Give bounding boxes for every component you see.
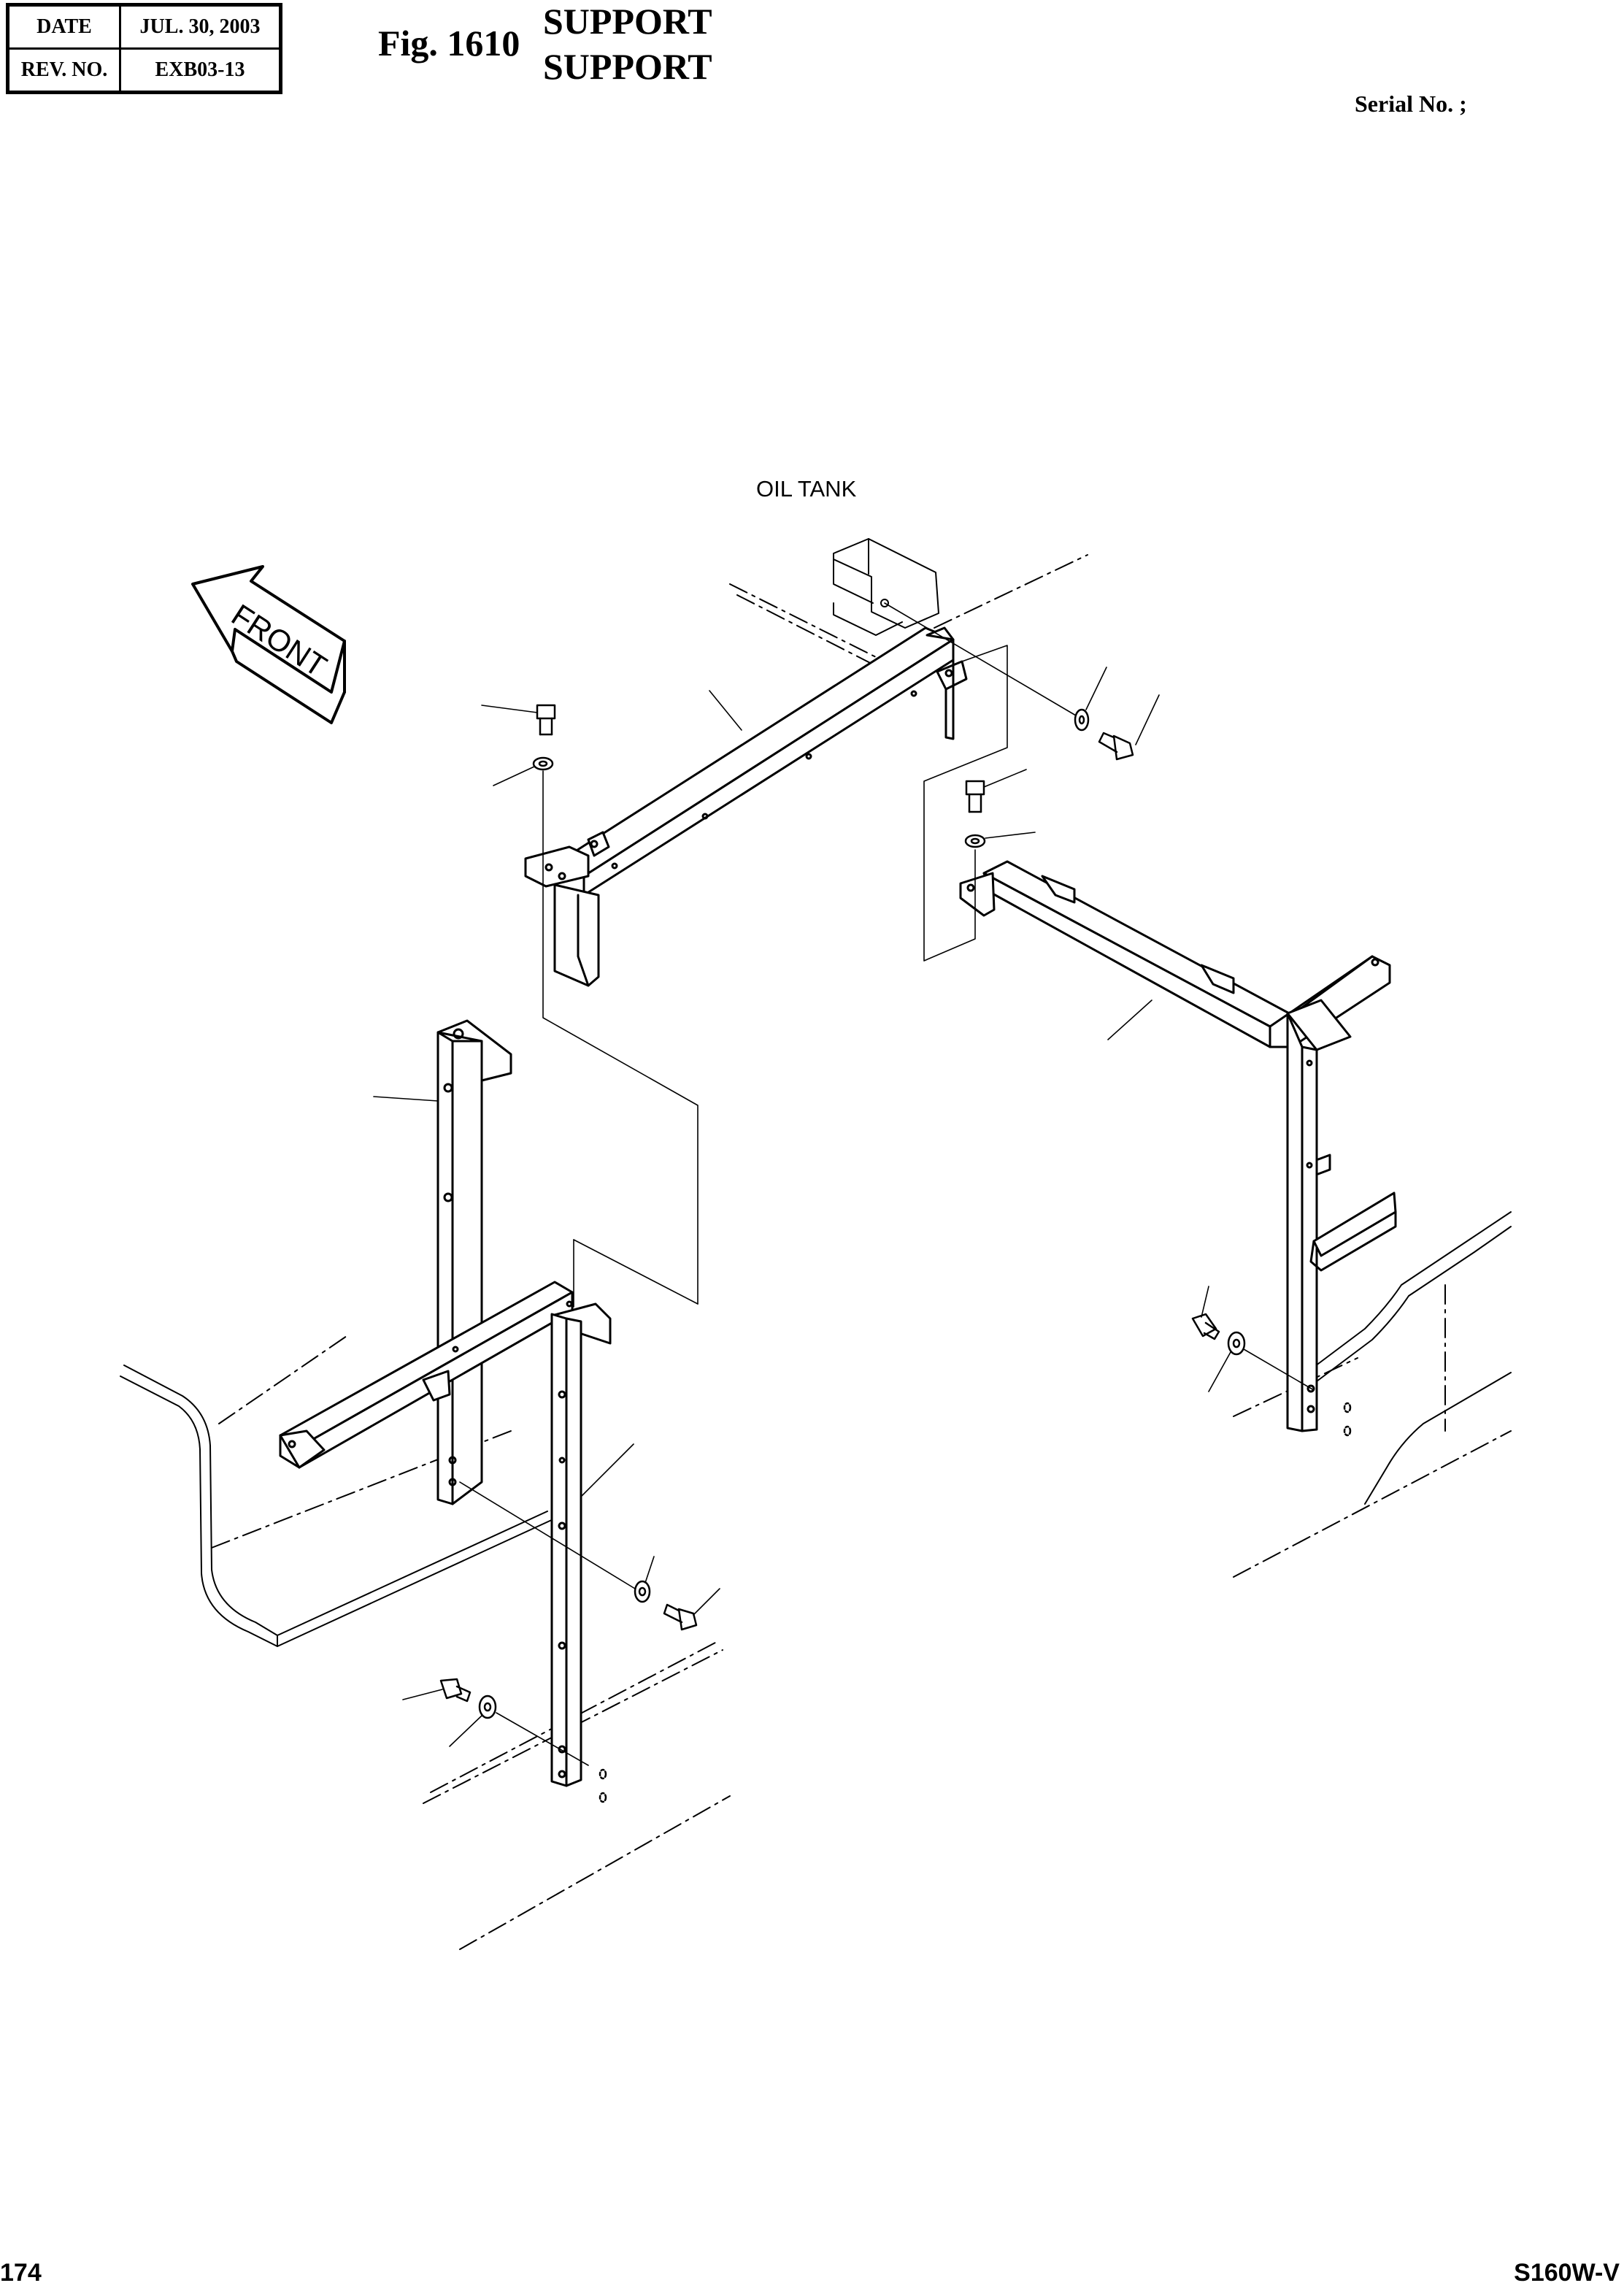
date-value: JUL. 30, 2003 — [119, 4, 282, 50]
left-vertical-post — [436, 1019, 512, 1505]
bolt-left-mid-icon — [663, 1603, 698, 1631]
page-number: 174 — [0, 2259, 42, 2287]
date-label: DATE — [7, 4, 121, 50]
bolt-left-lower-icon — [439, 1678, 472, 1703]
bolt-top-left-icon — [536, 704, 556, 736]
front-direction-arrow-icon: FRONT — [191, 565, 346, 724]
assembly-alignment-lines — [459, 602, 1315, 1766]
rev-label: REV. NO. — [7, 47, 121, 93]
figure-title-line2: SUPPORT — [543, 46, 712, 87]
revision-table: DATE JUL. 30, 2003 REV. NO. EXB03-13 — [6, 3, 282, 94]
right-body-outline — [1306, 1211, 1512, 1505]
left-body-outline — [120, 1365, 555, 1647]
washer-left-lower-icon — [478, 1695, 497, 1719]
rev-row: REV. NO. EXB03-13 — [7, 47, 282, 93]
oil-tank-label: OIL TANK — [756, 476, 857, 502]
washer-top-mid-icon — [964, 834, 986, 848]
washer-top-right-icon — [1074, 708, 1090, 732]
bolt-right-lower-icon — [1191, 1313, 1220, 1340]
fastener-bolts — [439, 704, 1352, 1803]
oil-tank-bracket — [833, 538, 939, 636]
left-short-vertical-post — [550, 1313, 582, 1787]
bolt-top-right-icon — [1098, 732, 1134, 761]
washer-left-mid-icon — [634, 1580, 651, 1603]
front-cross-member — [524, 626, 968, 987]
serial-number-label: Serial No. ; — [1355, 91, 1467, 117]
washer-right-lower-icon — [1227, 1331, 1246, 1356]
callout-leaders — [373, 667, 1231, 1747]
figure-number: Fig. 1610 — [378, 23, 520, 64]
right-vertical-post — [1286, 999, 1397, 1432]
rev-value: EXB03-13 — [119, 47, 282, 93]
date-row: DATE JUL. 30, 2003 — [7, 4, 282, 50]
figure-title-line1: SUPPORT — [543, 1, 712, 42]
bolt-top-mid-icon — [965, 780, 985, 813]
model-number: S160W-V — [1514, 2259, 1620, 2287]
washer-top-left-icon — [532, 756, 554, 771]
